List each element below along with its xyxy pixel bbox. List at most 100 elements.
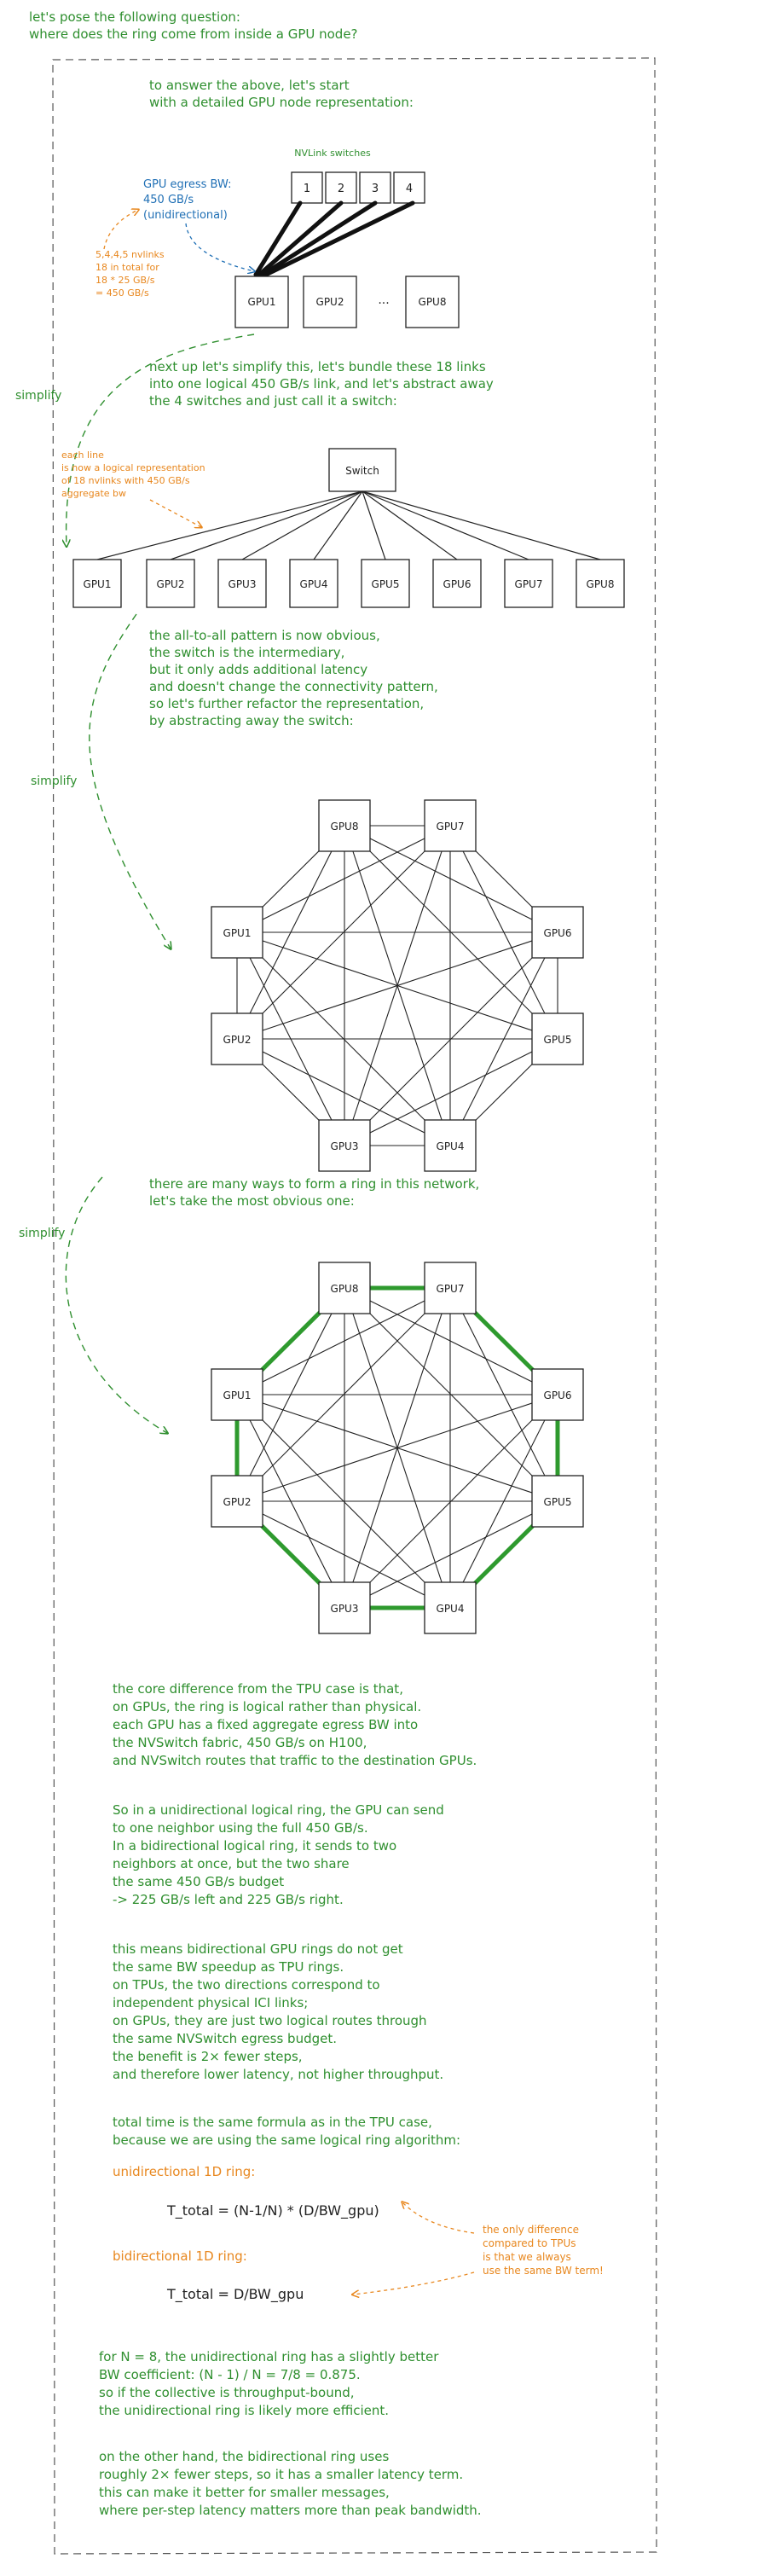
mesh2-gpu-box-3: GPU1 [211,1368,263,1421]
egress-arrow [185,223,254,271]
s2-gpu-6: GPU6 [432,559,482,608]
p4-line-2: because we are using the same logical ri… [113,2132,460,2148]
line-note-1: each line [61,450,104,461]
svg-text:GPU8: GPU8 [587,578,615,590]
s2-link-5 [362,490,386,560]
svg-text:GPU8: GPU8 [419,296,447,308]
svg-text:GPU8: GPU8 [331,1283,359,1295]
p3-line-6: the same NVSwitch egress budget. [113,2031,337,2046]
mesh2-gpu-box-2: GPU7 [424,1262,477,1314]
mesh1-link-19 [236,931,558,1040]
s2-gpu-2: GPU2 [146,559,195,608]
p1-line-5: and NVSwitch routes that traffic to the … [113,1753,477,1768]
mesh2-link-19 [236,1394,558,1502]
mesh1-gpu-box-1: GPU8 [318,799,371,852]
mesh1-link-26 [344,1038,558,1146]
svg-text:4: 4 [406,183,413,195]
mesh2-gpu-box-6: GPU5 [531,1475,584,1528]
p3-line-5: on GPUs, they are just two logical route… [113,2013,427,2028]
mesh2-gpu-box-1: GPU8 [318,1262,371,1314]
s2-gpu-8: GPU8 [576,559,625,608]
s2-link-2 [170,490,363,560]
s1-gpu1: GPU1 [234,276,289,328]
s2-link-7 [362,490,529,560]
s1-heading-1: to answer the above, let's start [149,78,350,93]
simplify-label-3: simplify [19,1227,65,1240]
p3-line-1: this means bidirectional GPU rings do no… [113,1941,403,1957]
p2-line-5: the same 450 GB/s budget [113,1874,284,1889]
intro-line-1: let's pose the following question: [29,9,240,25]
line-note-arrow [149,499,201,527]
svg-text:GPU6: GPU6 [544,1390,572,1401]
p6-line-4: where per-step latency matters more than… [99,2503,482,2518]
svg-text:GPU1: GPU1 [248,296,276,308]
p1-line-2: on GPUs, the ring is logical rather than… [113,1699,421,1714]
p6-line-2: roughly 2× fewer steps, so it has a smal… [99,2467,463,2482]
p6-line-1: on the other hand, the bidirectional rin… [99,2449,389,2464]
p6-line-3: this can make it better for smaller mess… [99,2485,390,2500]
s2-link-8 [362,490,601,560]
nvlink-note-1: 5,4,4,5 nvlinks [95,249,165,260]
mesh1-gpu-box-5: GPU2 [211,1012,263,1065]
diff-note-1: the only difference [483,2224,579,2236]
s2-gpu-7: GPU7 [504,559,553,608]
svg-text:GPU4: GPU4 [437,1603,465,1615]
p2-line-6: -> 225 GB/s left and 225 GB/s right. [113,1892,344,1907]
diff-note-3: is that we always [483,2251,571,2263]
svg-text:GPU5: GPU5 [544,1034,572,1046]
s2-link-4 [313,490,363,560]
mesh1-gpu-box-4: GPU6 [531,906,584,959]
mesh1-link-8 [236,825,451,933]
s4-mesh-links [236,1287,558,1609]
s3-heading-6: by abstracting away the switch: [149,713,354,728]
s3-heading-3: but it only adds additional latency [149,662,367,677]
nvlink-switch-4: 4 [393,171,425,204]
nvlink-switches-label: NVLink switches [294,148,371,159]
nvlink-note-4: = 450 GB/s [95,287,149,299]
uni-formula: T_total = (N-1/N) * (D/BW_gpu) [166,2202,379,2219]
p3-line-3: on TPUs, the two directions correspond t… [113,1977,380,1993]
svg-text:GPU5: GPU5 [544,1496,572,1508]
s3-mesh-links [236,825,558,1146]
p5-line-1: for N = 8, the unidirectional ring has a… [99,2349,439,2364]
line-note-2: is now a logical representation [61,462,205,473]
s2-switch: Switch [328,448,396,492]
s2-link-3 [241,490,363,560]
svg-text:GPU4: GPU4 [437,1140,465,1152]
mesh1-gpu-box-3: GPU1 [211,906,263,959]
svg-text:GPU2: GPU2 [316,296,344,308]
p3-line-2: the same BW speedup as TPU rings. [113,1959,344,1975]
s2-heading-2: into one logical 450 GB/s link, and let'… [149,376,494,392]
svg-text:GPU2: GPU2 [157,578,185,590]
s2-link-1 [96,490,363,560]
simplify-arrow-2 [89,613,171,949]
simplify-label-1: simplify [15,389,61,403]
s2-gpu-1: GPU1 [72,559,122,608]
uni-ring-label: unidirectional 1D ring: [113,2164,255,2179]
mesh1-link-25 [236,1038,451,1146]
mesh2-gpu-box-7: GPU3 [318,1581,371,1634]
egress-note-1: GPU egress BW: [143,178,231,191]
svg-text:GPU7: GPU7 [437,1283,465,1295]
mesh2-gpu-box-8: GPU4 [424,1581,477,1634]
svg-text:GPU3: GPU3 [331,1140,359,1152]
svg-text:GPU2: GPU2 [223,1034,252,1046]
svg-text:GPU2: GPU2 [223,1496,252,1508]
diff-note-4: use the same BW term! [483,2265,604,2277]
egress-note-3: (unidirectional) [143,209,228,222]
s1-gpu2: GPU2 [303,276,357,328]
s3-heading-1: the all-to-all pattern is now obvious, [149,628,380,643]
nvlink-bundles [253,200,415,277]
svg-text:GPU7: GPU7 [437,821,465,833]
p5-line-3: so if the collective is throughput-bound… [99,2385,355,2400]
nvlink-switch-2: 2 [325,171,357,204]
s3-heading-4: and doesn't change the connectivity patt… [149,679,438,694]
svg-text:GPU7: GPU7 [515,578,543,590]
p1-line-3: each GPU has a fixed aggregate egress BW… [113,1717,418,1732]
nvlink-note-2: 18 in total for [95,262,159,273]
p1-line-4: the NVSwitch fabric, 450 GB/s on H100, [113,1735,367,1750]
svg-text:GPU8: GPU8 [331,821,359,833]
